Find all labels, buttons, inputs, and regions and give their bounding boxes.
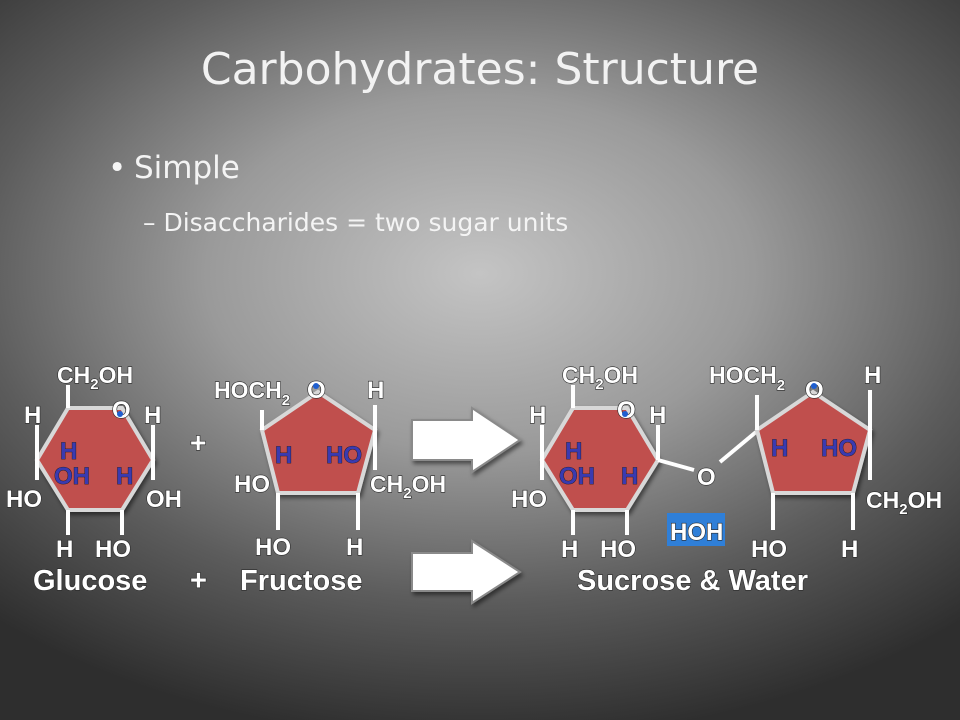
glucose-oh-inner: OH [54, 463, 90, 490]
sucrose-h-inner: H [565, 438, 582, 465]
sucrose-h-inner-right: H [621, 463, 638, 490]
sucrose-h-left: H [529, 402, 546, 429]
fructose-ho-inner: HO [326, 442, 362, 469]
sucrose-ho-bottom-2: HO [751, 536, 787, 563]
water-highlight [667, 513, 725, 546]
sucrose-glucose-ring [539, 406, 661, 512]
sucrose-ho-left: HO [511, 486, 547, 513]
fructose-h-top: H [367, 377, 384, 404]
bullet-dot-icon: • [108, 150, 127, 186]
glucose-ring [34, 406, 156, 512]
sucrose-fructose-ring [754, 389, 873, 495]
fructose-ho-bottom: HO [255, 534, 291, 561]
glucose-molecule: CH2OH O H H H OH H HO OH H HO Glucose [5, 361, 182, 597]
sucrose-h-inner-3: H [771, 435, 788, 462]
sucrose-ch2oh: CH2OH [562, 362, 638, 393]
slide-title: Carbohydrates: Structure [200, 44, 760, 95]
sucrose-ring-oxygen-2: O [805, 377, 824, 404]
glucose-h-inner-right: H [116, 463, 133, 490]
glucose-ring-oxygen: O [112, 397, 131, 424]
sucrose-h-right: H [649, 402, 666, 429]
fructose-ring-oxygen: O [307, 377, 326, 404]
sucrose-molecule: CH2OH O H H H OH H HO H HO O HOCH2 O H H… [510, 361, 942, 597]
sucrose-ring-oxygen: O [617, 397, 636, 424]
plus-sign-bottom: + [190, 565, 207, 597]
water-molecule: HOH [670, 519, 723, 546]
glucose-name: Glucose [33, 565, 147, 597]
glucose-h-right: H [144, 402, 161, 429]
sucrose-bridge-bond-left [657, 458, 695, 472]
reaction-arrow-bottom-icon [411, 539, 522, 605]
sucrose-h-bottom-2: H [841, 536, 858, 563]
glucose-ho-bottom: HO [95, 536, 131, 563]
sucrose-ho-inner: HO [821, 435, 857, 462]
fructose-h-inner: H [275, 442, 292, 469]
sucrose-name: Sucrose & Water [577, 565, 808, 597]
glucose-h-inner: H [60, 438, 77, 465]
fructose-ch2oh: CH2OH [370, 471, 446, 502]
plus-sign-top: + [190, 427, 206, 458]
glucose-ch2oh: CH2OH [57, 362, 133, 393]
bullet-simple: •Simple [108, 150, 240, 186]
sucrose-h-top: H [864, 362, 881, 389]
sucrose-h-bottom: H [561, 536, 578, 563]
sub-bullet-disaccharides: – Disaccharides = two sugar units [143, 208, 569, 237]
sucrose-bridge-bond-right [718, 430, 758, 464]
fructose-oxygen-dot [313, 383, 319, 389]
glucose-ho-left: HO [6, 486, 42, 513]
sucrose-bridge-oxygen: O [697, 464, 716, 491]
fructose-name: Fructose [240, 565, 362, 597]
sucrose-oxygen-dot-2 [811, 383, 817, 389]
sucrose-oxygen-dot [622, 411, 628, 417]
fructose-ring [259, 389, 378, 495]
glucose-h-left: H [24, 402, 41, 429]
sucrose-hoch2: HOCH2 [709, 362, 785, 394]
fructose-hoch2: HOCH2 [214, 377, 290, 409]
fructose-molecule: HOCH2 O H H HO HO CH2OH HO H Fructose [213, 376, 446, 597]
fructose-ho-left: HO [234, 471, 270, 498]
glucose-oh-right: OH [146, 486, 182, 513]
sucrose-ch2oh-2: CH2OH [866, 487, 942, 518]
reaction-arrow-top-icon [411, 406, 522, 474]
glucose-h-bottom: H [56, 536, 73, 563]
fructose-h-bottom: H [346, 534, 363, 561]
sucrose-oh-inner: OH [559, 463, 595, 490]
bullet-text: Simple [134, 150, 240, 186]
glucose-oxygen-dot [117, 411, 123, 417]
sucrose-ho-bottom: HO [600, 536, 636, 563]
